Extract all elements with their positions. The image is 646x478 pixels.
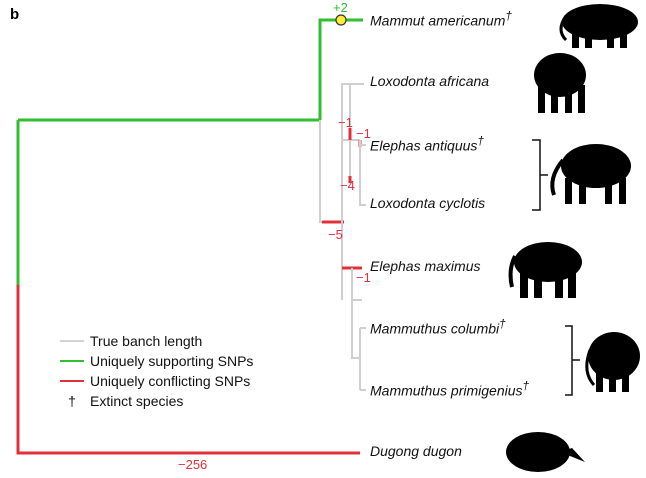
taxon-elephas-maximus: Elephas maximus: [370, 258, 481, 274]
snp-count-ancestral: −5: [328, 227, 343, 242]
legend-row-supporting: Uniquely supporting SNPs: [60, 351, 253, 371]
dugong-silhouette-icon: [506, 432, 585, 472]
extinct-marker: †: [523, 380, 529, 393]
taxon-loxodonta-cyclotis: Loxodonta cyclotis: [370, 195, 485, 211]
snp-count-elephantid-b: −1: [356, 126, 371, 141]
dagger-icon: †: [60, 393, 84, 409]
legend-swatch-green: [60, 360, 84, 362]
extinct-marker: †: [477, 135, 483, 148]
elephas-maximus-silhouette-icon: [511, 242, 582, 298]
taxon-mammut: Mammut americanum†: [370, 10, 512, 29]
taxon-mammuthus-columbi: Mammuthus columbi†: [370, 318, 506, 337]
elephas-antiquus-silhouette-icon: [552, 144, 631, 204]
snp-count-forest-clade: −4: [340, 178, 355, 193]
legend-label: True banch length: [90, 333, 202, 349]
mammut-silhouette-icon: [561, 4, 638, 48]
panel-label: b: [10, 6, 19, 23]
taxon-dugong: Dugong dugon: [370, 443, 462, 459]
taxon-name: Dugong dugon: [370, 443, 462, 459]
extinct-marker: †: [505, 10, 511, 23]
bracket-forest-clade: [532, 140, 548, 210]
taxon-elephas-antiquus: Elephas antiquus†: [370, 135, 484, 154]
legend-label: Uniquely conflicting SNPs: [90, 373, 250, 389]
legend-row-true-length: True banch length: [60, 331, 253, 351]
legend-swatch-grey: [60, 340, 84, 342]
taxon-name: Mammuthus primigenius: [370, 383, 523, 399]
taxon-loxodonta-africana: Loxodonta africana: [370, 73, 489, 89]
taxon-name: Elephas maximus: [370, 258, 481, 274]
taxon-name: Mammut americanum: [370, 13, 505, 29]
legend-label: Uniquely supporting SNPs: [90, 353, 253, 369]
branch-elephantid-stem: [320, 120, 342, 222]
snp-count-dugong: −256: [178, 457, 207, 472]
extinct-marker: †: [499, 318, 505, 331]
legend-row-extinct: † Extinct species: [60, 391, 253, 411]
branch-mammoth-clade: [352, 300, 360, 390]
loxodonta-africana-silhouette-icon: [534, 53, 586, 113]
legend-swatch-red: [60, 380, 84, 382]
legend-row-conflicting: Uniquely conflicting SNPs: [60, 371, 253, 391]
taxon-name: Elephas antiquus: [370, 138, 477, 154]
taxon-name: Loxodonta africana: [370, 73, 489, 89]
snp-count-maximus: −1: [356, 270, 371, 285]
taxon-mammuthus-primigenius: Mammuthus primigenius†: [370, 380, 529, 399]
bracket-mammoth-clade: [565, 326, 580, 395]
branch-cyclotis: [360, 145, 366, 205]
legend: True banch length Uniquely supporting SN…: [60, 331, 253, 411]
mammuthus-silhouette-icon: [587, 332, 640, 392]
snp-count-mammut: +2: [333, 0, 348, 15]
taxon-name: Mammuthus columbi: [370, 321, 499, 337]
node-mammut: [336, 15, 346, 25]
snp-count-elephantid-a: −1: [338, 115, 353, 130]
legend-label: Extinct species: [90, 393, 183, 409]
taxon-name: Loxodonta cyclotis: [370, 195, 485, 211]
